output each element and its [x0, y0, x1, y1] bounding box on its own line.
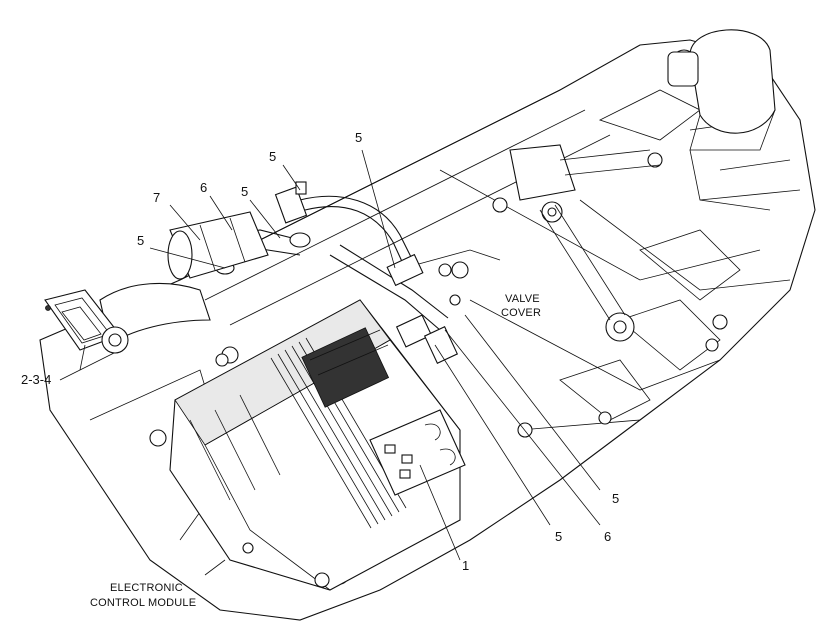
callout-5-right: 5: [612, 491, 619, 506]
callout-5-left: 5: [137, 233, 144, 248]
valve-cover-label-line2: COVER: [501, 307, 541, 319]
ecm-label-line1: ELECTRONIC: [110, 582, 183, 594]
valve-cover-label-line1: VALVE: [505, 293, 540, 305]
callout-5-bottom: 5: [555, 529, 562, 544]
callout-5-top-left: 5: [269, 149, 276, 164]
callout-1: 1: [462, 558, 469, 573]
callout-labels: 5 5 5 6 7 5 2-3-4 VALVE COVER 5 5 6 1 EL…: [21, 130, 619, 609]
electronic-control-module: [169, 299, 466, 591]
callout-2-3-4: 2-3-4: [21, 372, 51, 387]
leader-lines: [79, 149, 601, 576]
callout-6-top: 6: [200, 180, 207, 195]
callout-6-bottom: 6: [604, 529, 611, 544]
air-intake-elbow: [667, 29, 776, 211]
linkage-bracket: [509, 144, 661, 321]
callout-5-top-center: 5: [355, 130, 362, 145]
tube-assembly: [99, 211, 269, 346]
callout-5-middle: 5: [241, 184, 248, 199]
callout-7: 7: [153, 190, 160, 205]
ecm-label-line2: CONTROL MODULE: [90, 597, 196, 609]
cover-plate: [44, 289, 129, 354]
